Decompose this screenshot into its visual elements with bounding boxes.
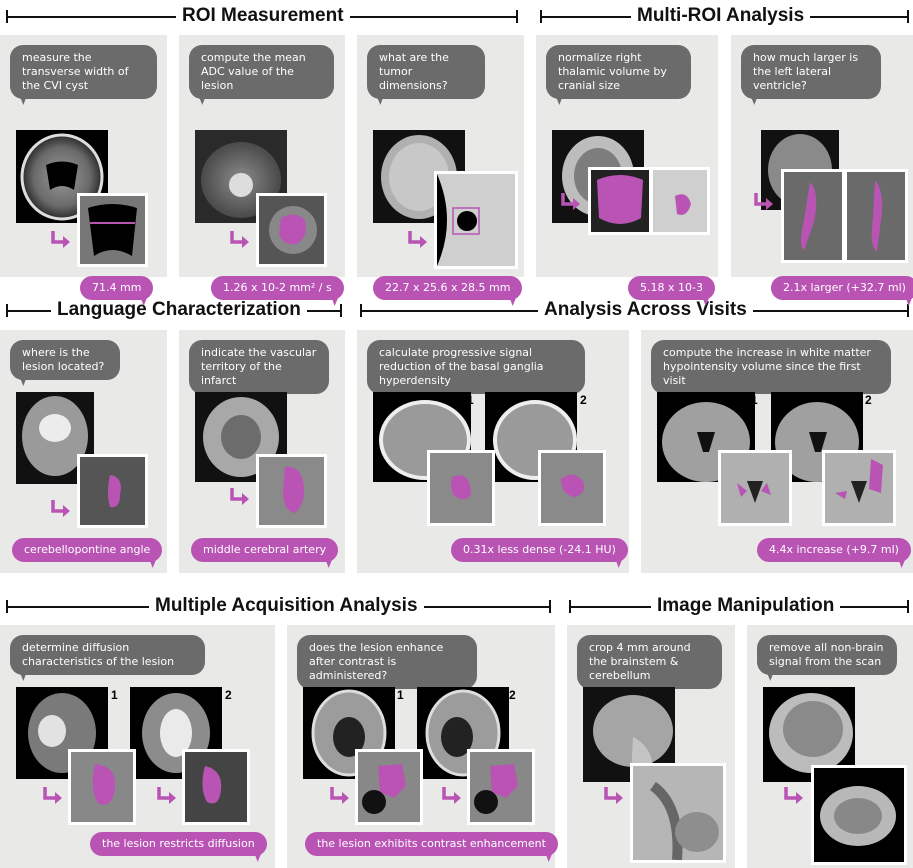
visit-number: 1 [467, 393, 474, 407]
return-arrow-icon [442, 787, 463, 805]
return-arrow-icon [51, 500, 72, 518]
answer-bubble: cerebellopontine angle [12, 538, 163, 562]
question-bubble: what are the tumor dimensions? [367, 45, 485, 99]
zoom-image [588, 167, 652, 235]
answer-bubble: the lesion exhibits contrast enhancement [305, 832, 558, 856]
return-arrow-icon [230, 231, 251, 249]
section-header-visits: Analysis Across Visits [358, 299, 913, 321]
visit-number: 2 [865, 393, 872, 407]
question-bubble: calculate progressive signal reduction o… [367, 340, 585, 394]
return-arrow-icon [784, 787, 805, 805]
zoom-image [355, 749, 423, 825]
return-arrow-icon [561, 193, 582, 211]
card-tumor-dims: what are the tumor dimensions? 22.7 x 25… [357, 35, 524, 300]
visit-number: 2 [580, 393, 587, 407]
question-bubble: measure the transverse width of the CVI … [10, 45, 157, 99]
answer-bubble: 5.18 x 10-3 [628, 276, 715, 300]
acquisition-number: 1 [111, 688, 118, 702]
card-ventricle: how much larger is the left lateral vent… [731, 35, 913, 300]
return-arrow-icon [157, 787, 178, 805]
question-bubble: how much larger is the left lateral vent… [741, 45, 881, 99]
zoom-image [822, 450, 896, 526]
section-header-lang: Language Characterization [0, 299, 345, 321]
section-title: Image Manipulation [651, 595, 841, 617]
answer-bubble: 2.1x larger (+32.7 ml) [771, 276, 913, 300]
return-arrow-icon [408, 231, 429, 249]
answer-bubble: the lesion restricts diffusion [90, 832, 267, 856]
section-title: Multiple Acquisition Analysis [149, 595, 424, 617]
answer-bubble: 0.31x less dense (-24.1 HU) [451, 538, 628, 562]
zoom-image [68, 749, 136, 825]
return-arrow-icon [43, 787, 64, 805]
card-diffusion: determine diffusion characteristics of t… [0, 625, 275, 868]
card-thalamic-volume: normalize right thalamic volume by crani… [536, 35, 718, 300]
acquisition-number: 2 [509, 688, 516, 702]
return-arrow-icon [230, 488, 251, 506]
return-arrow-icon [604, 787, 625, 805]
return-arrow-icon [51, 231, 72, 249]
zoom-image [182, 749, 250, 825]
question-bubble: normalize right thalamic volume by crani… [546, 45, 691, 99]
answer-bubble: 22.7 x 25.6 x 28.5 mm [373, 276, 523, 300]
answer-bubble: 1.26 x 10-2 mm² / s [211, 276, 344, 300]
brain-scan-image [373, 130, 465, 223]
card-cvi-cyst: measure the transverse width of the CVI … [0, 35, 167, 300]
zoom-image [256, 193, 327, 267]
card-signal-reduction: calculate progressive signal reduction o… [357, 330, 629, 573]
question-bubble: compute the increase in white matter hyp… [651, 340, 891, 394]
question-bubble: remove all non-brain signal from the sca… [757, 635, 897, 675]
zoom-image [718, 450, 792, 526]
question-bubble: does the lesion enhance after contrast i… [297, 635, 477, 689]
section-title: ROI Measurement [176, 5, 350, 27]
brain-scan-image-acq-1 [16, 687, 108, 779]
answer-bubble: 71.4 mm [80, 276, 154, 300]
zoom-image [256, 454, 327, 528]
question-bubble: crop 4 mm around the brainstem & cerebel… [577, 635, 722, 689]
zoom-image [427, 450, 495, 526]
section-header-roi: ROI Measurement [0, 5, 520, 27]
card-skull-strip: remove all non-brain signal from the sca… [747, 625, 913, 868]
return-arrow-icon [330, 787, 351, 805]
zoom-image [811, 765, 907, 865]
card-wm-hypointensity: compute the increase in white matter hyp… [641, 330, 913, 573]
card-lesion-location: where is the lesion located? cerebellopo… [0, 330, 167, 573]
zoom-image [781, 169, 845, 263]
zoom-image [467, 749, 535, 825]
section-header-acq: Multiple Acquisition Analysis [0, 595, 555, 617]
section-header-manip: Image Manipulation [567, 595, 913, 617]
question-bubble: determine diffusion characteristics of t… [10, 635, 205, 675]
section-header-multi: Multi-ROI Analysis [538, 5, 913, 27]
brain-scan-image [763, 687, 855, 782]
answer-bubble: middle cerebral artery [191, 538, 339, 562]
section-title: Analysis Across Visits [538, 299, 753, 321]
section-title: Language Characterization [51, 299, 307, 321]
zoom-image [77, 454, 148, 528]
zoom-image [77, 193, 148, 267]
zoom-image [844, 169, 908, 263]
answer-bubble: 4.4x increase (+9.7 ml) [757, 538, 911, 562]
card-contrast: does the lesion enhance after contrast i… [287, 625, 558, 868]
card-vascular-territory: indicate the vascular territory of the i… [179, 330, 345, 573]
card-adc-lesion: compute the mean ADC value of the lesion… [179, 35, 345, 300]
visit-number: 1 [751, 393, 758, 407]
question-bubble: where is the lesion located? [10, 340, 120, 380]
acquisition-number: 2 [225, 688, 232, 702]
zoom-image [650, 167, 710, 235]
zoom-image [434, 171, 518, 269]
zoom-image [538, 450, 606, 526]
return-arrow-icon [754, 193, 775, 211]
card-crop: crop 4 mm around the brainstem & cerebel… [567, 625, 735, 868]
zoom-image [630, 763, 726, 863]
section-title: Multi-ROI Analysis [631, 5, 811, 27]
question-bubble: indicate the vascular territory of the i… [189, 340, 329, 394]
question-bubble: compute the mean ADC value of the lesion [189, 45, 334, 99]
acquisition-number: 1 [397, 688, 404, 702]
